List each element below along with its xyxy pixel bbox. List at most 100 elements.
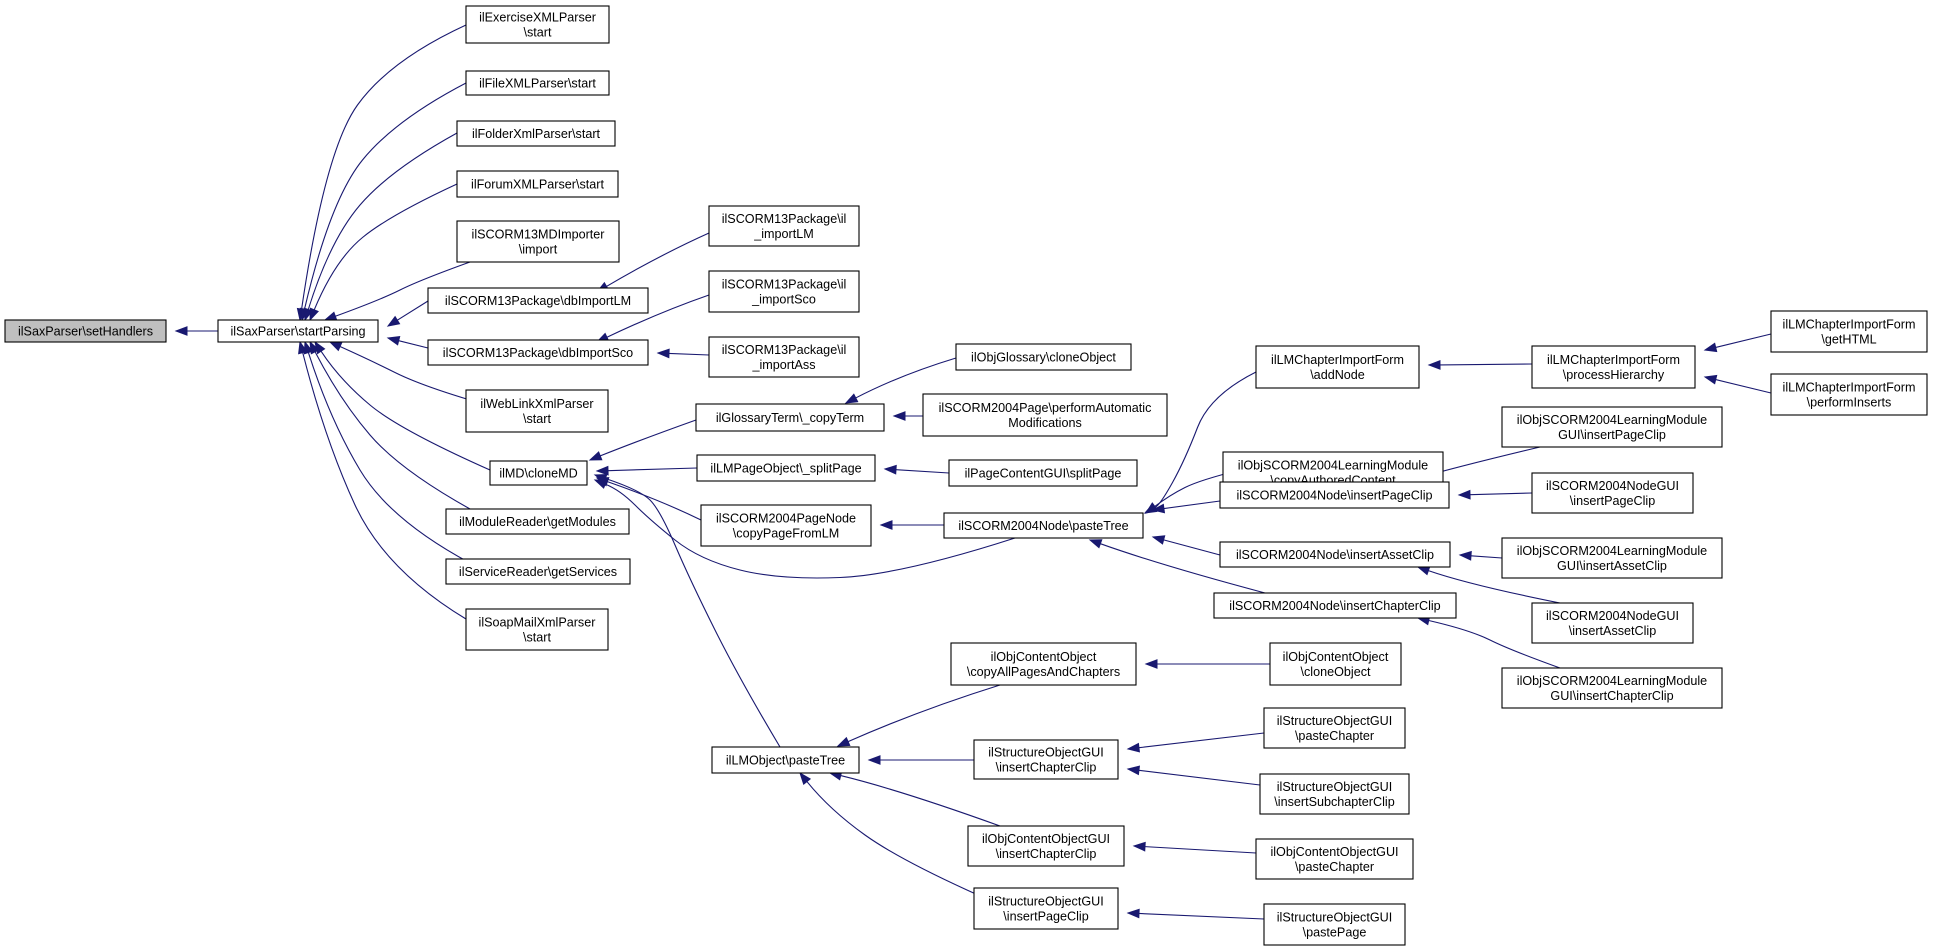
node-box — [217, 319, 379, 343]
node-structPasteChap[interactable]: ilStructureObjectGUI\pasteChapter — [1263, 707, 1406, 749]
node-importSco[interactable]: ilSCORM13Package\il_importSco — [708, 270, 860, 313]
call-edges — [174, 24, 1772, 920]
node-structInsSub[interactable]: ilStructureObjectGUI\insertSubchapterCli… — [1259, 773, 1410, 815]
node-label: \insertAssetClip — [1569, 624, 1657, 638]
node-label: ilFolderXmlParser\start — [472, 127, 601, 141]
node-box — [1501, 406, 1723, 448]
node-forumXml[interactable]: ilForumXMLParser\start — [456, 170, 619, 198]
node-cloneMD[interactable]: ilMD\cloneMD — [489, 460, 588, 486]
node-label: ilSCORM2004Node\pasteTree — [958, 519, 1128, 533]
arrowhead-contPasteChap-to-contInsChap — [1132, 841, 1146, 852]
arrowhead-getHTML-to-processHier — [1703, 342, 1718, 353]
node-performInserts[interactable]: ilLMChapterImportForm\performInserts — [1770, 373, 1928, 416]
edge-copyAuthored-to-scoPasteTree — [1154, 469, 1241, 507]
node-glossaryClone[interactable]: ilObjGlossary\cloneObject — [955, 343, 1132, 371]
node-lmAddNode[interactable]: ilLMChapterImportForm\addNode — [1255, 345, 1420, 389]
node-splitPageGUI[interactable]: ilPageContentGUI\splitPage — [948, 459, 1138, 487]
edge-performInserts-to-processHier — [1715, 379, 1772, 394]
node-label: ilForumXMLParser\start — [471, 178, 604, 192]
edge-scoPasteTree-to-cloneMD — [605, 483, 1016, 579]
edge-lmPasteTree-to-cloneMD — [605, 477, 781, 748]
node-box — [1531, 602, 1694, 644]
node-box — [711, 746, 860, 774]
node-webLink[interactable]: ilWebLinkXmlParser\start — [465, 389, 609, 433]
node-label: ilObjGlossary\cloneObject — [971, 351, 1116, 365]
node-nodeGuiInsAsset[interactable]: ilSCORM2004NodeGUI\insertAssetClip — [1531, 602, 1694, 644]
node-box — [1259, 773, 1410, 815]
node-label: \copyPageFromLM — [733, 527, 839, 541]
node-moduleReader[interactable]: ilModuleReader\getModules — [445, 508, 630, 535]
edge-nodeInsPage-to-scoPasteTree — [1163, 500, 1221, 510]
node-box — [1219, 541, 1451, 568]
node-copyTerm[interactable]: ilGlossaryTerm\_copyTerm — [695, 403, 885, 432]
edge-dbImportSco-to-startParsing — [398, 340, 429, 349]
node-label: ilObjContentObject — [1283, 650, 1389, 664]
node-label: \start — [523, 412, 551, 426]
node-splitPageObj[interactable]: ilLMPageObject\_splitPage — [696, 454, 876, 482]
node-copyPageFromLM[interactable]: ilSCORM2004PageNode\copyPageFromLM — [700, 504, 872, 547]
node-label: ilPageContentGUI\splitPage — [965, 467, 1122, 481]
node-nodeGuiInsPage[interactable]: ilSCORM2004NodeGUI\insertPageClip — [1531, 472, 1694, 514]
node-fileXml[interactable]: ilFileXMLParser\start — [465, 70, 610, 96]
node-setHandlers[interactable]: ilSaxParser\setHandlers — [4, 319, 167, 343]
node-importLM[interactable]: ilSCORM13Package\il_importLM — [708, 205, 860, 247]
node-label: ilSCORM13Package\il — [722, 343, 847, 357]
node-nodeInsPage[interactable]: ilSCORM2004Node\insertPageClip — [1219, 481, 1450, 509]
node-structInsChap[interactable]: ilStructureObjectGUI\insertChapterClip — [973, 739, 1119, 780]
node-soapMail[interactable]: ilSoapMailXmlParser\start — [465, 608, 609, 651]
arrowhead-structInsChap-to-lmPasteTree — [867, 755, 881, 765]
node-contInsChap[interactable]: ilObjContentObjectGUI\insertChapterClip — [967, 825, 1125, 867]
node-label: ilSCORM2004Page\performAutomatic — [939, 401, 1152, 415]
node-processHier[interactable]: ilLMChapterImportForm\processHierarchy — [1531, 345, 1696, 389]
node-serviceReader[interactable]: ilServiceReader\getServices — [445, 558, 631, 585]
node-lmGuiInsChap[interactable]: ilObjSCORM2004LearningModuleGUI\insertCh… — [1501, 667, 1723, 709]
node-contPasteChap[interactable]: ilObjContentObjectGUI\pasteChapter — [1255, 838, 1414, 880]
node-exerciseXml[interactable]: ilExerciseXMLParser\start — [465, 5, 610, 44]
node-label: \insertSubchapterClip — [1274, 795, 1394, 809]
arrowhead-glossaryClone-to-copyTerm — [844, 393, 859, 404]
node-label: \addNode — [1310, 368, 1365, 382]
node-box — [696, 454, 876, 482]
node-getHTML[interactable]: ilLMChapterImportForm\getHTML — [1770, 310, 1928, 353]
edge-fileXml-to-startParsing — [303, 82, 467, 310]
edge-exerciseXml-to-startParsing — [301, 24, 467, 310]
node-lmPasteTree[interactable]: ilLMObject\pasteTree — [711, 746, 860, 774]
node-scoPasteTree[interactable]: ilSCORM2004Node\pasteTree — [943, 512, 1144, 539]
node-scorm13MD[interactable]: ilSCORM13MDImporter\import — [456, 220, 620, 263]
arrowhead-nodeInsAsset-to-scoPasteTree — [1151, 535, 1166, 545]
node-label: \start — [524, 26, 552, 40]
node-nodeInsChap[interactable]: ilSCORM2004Node\insertChapterClip — [1213, 592, 1457, 619]
node-importAss[interactable]: ilSCORM13Package\il_importAss — [708, 336, 860, 378]
node-dbImportLM[interactable]: ilSCORM13Package\dbImportLM — [427, 287, 649, 314]
edge-importAss-to-dbImportSco — [668, 352, 710, 356]
node-label: ilLMChapterImportForm — [1783, 318, 1916, 332]
node-nodeInsAsset[interactable]: ilSCORM2004Node\insertAssetClip — [1219, 541, 1451, 568]
arrowhead-webLink-to-startParsing — [328, 341, 343, 352]
node-box — [955, 343, 1132, 371]
node-label: ilSCORM13MDImporter — [472, 228, 605, 242]
node-copyAllPages[interactable]: ilObjContentObject\copyAllPagesAndChapte… — [950, 642, 1137, 686]
node-structPastePage[interactable]: ilStructureObjectGUI\pastePage — [1263, 903, 1406, 946]
node-box — [427, 287, 649, 314]
node-box — [445, 558, 631, 585]
node-label: ilModuleReader\getModules — [459, 515, 616, 529]
edge-splitPageObj-to-cloneMD — [607, 467, 698, 472]
graph-nodes: ilSaxParser\setHandlers ilSaxParser\start… — [4, 5, 1928, 946]
node-folderXml[interactable]: ilFolderXmlParser\start — [456, 120, 616, 147]
edge-nodeInsAsset-to-scoPasteTree — [1163, 539, 1221, 556]
node-box — [456, 170, 619, 198]
node-label: ilSCORM2004Node\insertAssetClip — [1236, 548, 1434, 562]
node-box — [456, 120, 616, 147]
node-label: \pastePage — [1303, 926, 1367, 940]
node-label: ilMD\cloneMD — [499, 467, 577, 481]
arrowhead-lmGuiInsAsset-to-nodeInsAsset — [1458, 550, 1472, 561]
node-startParsing[interactable]: ilSaxParser\startParsing — [217, 319, 379, 343]
node-lmGuiInsPage[interactable]: ilObjSCORM2004LearningModuleGUI\insertPa… — [1501, 406, 1723, 448]
node-structInsPage[interactable]: ilStructureObjectGUI\insertPageClip — [973, 887, 1119, 930]
edge-importLM-to-dbImportLM — [606, 232, 710, 287]
node-performAuto[interactable]: ilSCORM2004Page\performAutomaticModifica… — [922, 393, 1168, 437]
node-lmGuiInsAsset[interactable]: ilObjSCORM2004LearningModuleGUI\insertAs… — [1501, 537, 1723, 579]
edge-contPasteChap-to-contInsChap — [1144, 846, 1257, 854]
node-contClone[interactable]: ilObjContentObject\cloneObject — [1269, 642, 1402, 686]
node-dbImportSco[interactable]: ilSCORM13Package\dbImportSco — [427, 339, 649, 366]
